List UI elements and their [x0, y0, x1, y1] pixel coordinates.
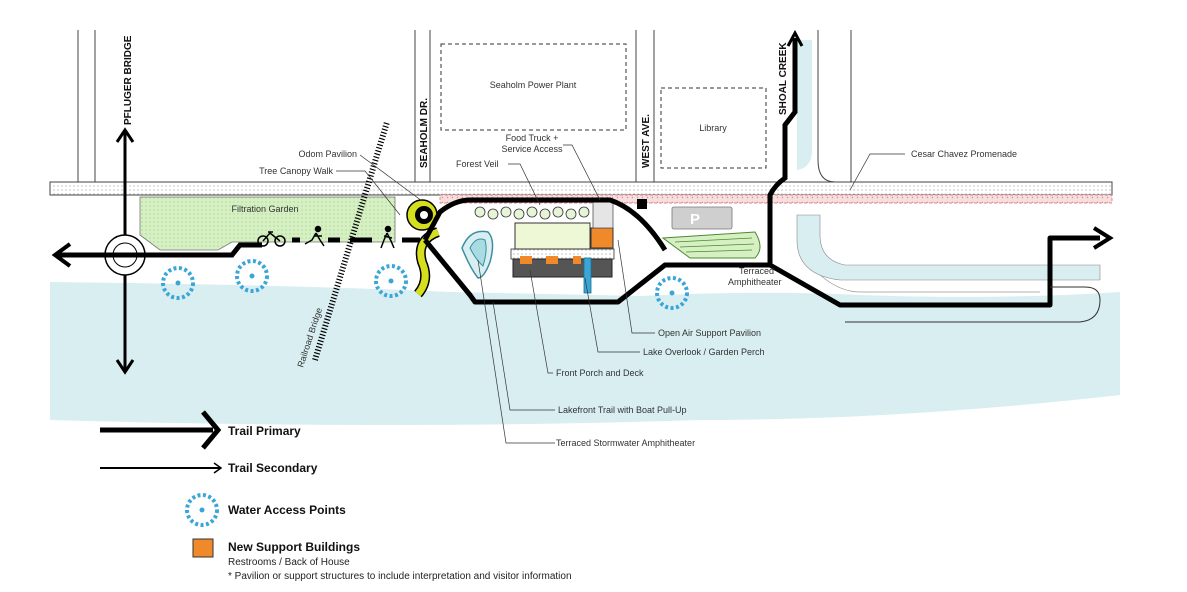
legend-support-sub1: Restrooms / Back of House — [228, 557, 350, 568]
legend-water-access-icon — [185, 493, 219, 527]
library-footprint — [660, 87, 767, 169]
lake-water — [50, 282, 1120, 425]
library-label: Library — [699, 123, 727, 133]
terraced-amphitheater-lines — [674, 237, 755, 253]
power-plant-footprint — [440, 43, 627, 131]
odom-pavilion-dot — [420, 211, 428, 219]
legend-trail-primary: Trail Primary — [228, 424, 301, 438]
cesar-chavez-label: Cesar Chavez Promenade — [911, 149, 1017, 159]
trail-primary-upper — [422, 197, 668, 252]
trail-primary-west — [51, 237, 420, 268]
shoal-creek-label: SHOAL CREEK — [778, 42, 789, 115]
open-air-label: Open Air Support Pavilion — [658, 328, 761, 338]
shoreline-contour — [819, 274, 1040, 293]
pfluger-bridge-label: PFLUGER BRIDGE — [123, 35, 134, 125]
forest-veil-label: Forest Veil — [456, 159, 499, 169]
front-porch-label: Front Porch and Deck — [556, 368, 644, 378]
legend-support-sub2: * Pavilion or support structures to incl… — [228, 571, 572, 582]
support-building-small — [546, 256, 558, 264]
trail-primary-shoal — [767, 38, 798, 265]
callout-leaders — [336, 144, 905, 444]
filtration-garden-label: Filtration Garden — [231, 204, 298, 214]
filtration-garden — [139, 196, 396, 251]
support-building-small — [520, 256, 532, 264]
tree-canopy-label: Tree Canopy Walk — [259, 166, 333, 176]
trail-primary-shoal-arrow — [786, 29, 804, 47]
food-truck-label-1: Food Truck + — [506, 133, 559, 143]
trail-primary-east-arrow — [1092, 226, 1114, 250]
legend-support-buildings: New Support Buildings — [228, 540, 360, 554]
parking-label: P — [690, 211, 700, 228]
odom-pavilion-label: Odom Pavilion — [298, 149, 357, 159]
terraced-amph-label-1: Terraced — [739, 266, 774, 276]
legend-primary-arrow — [201, 410, 222, 450]
front-porch-deck — [514, 222, 591, 250]
food-truck-label-2: Service Access — [501, 144, 563, 154]
water-access-point — [235, 259, 269, 293]
shoal-creek-lower — [796, 214, 1101, 281]
legend-trail-secondary: Trail Secondary — [228, 461, 318, 475]
legend-water-access: Water Access Points — [228, 503, 346, 517]
legend-secondary-arrow — [213, 462, 223, 474]
legend-support-icon — [192, 538, 214, 558]
service-access-pad — [592, 201, 614, 229]
service-marker — [637, 199, 647, 209]
stormwater-inner — [469, 238, 487, 267]
legend: Trail Primary Trail Secondary Water Acce… — [100, 410, 572, 582]
parking-area — [671, 206, 733, 230]
water-access-point — [161, 266, 195, 300]
trail-icons — [257, 225, 395, 249]
water-access-points — [161, 259, 689, 310]
terraced-amph-label-2: Amphitheater — [728, 277, 782, 287]
shoal-creek-water — [797, 40, 812, 170]
water-access-point — [655, 276, 689, 310]
promenade-strip — [439, 194, 1113, 204]
lakefront-trail-label: Lakefront Trail with Boat Pull-Up — [558, 405, 687, 415]
support-building-small — [573, 256, 581, 264]
terraced-amphitheater — [661, 231, 761, 259]
lake-overlook-pier — [583, 257, 592, 294]
legend-water-access-center — [199, 507, 205, 513]
water-access-point — [374, 264, 408, 298]
trail-secondary-shore — [845, 286, 1101, 323]
power-plant-label: Seaholm Power Plant — [490, 80, 577, 90]
support-building — [590, 227, 614, 249]
lake-overlook-label: Lake Overlook / Garden Perch — [643, 347, 765, 357]
street-band — [49, 181, 1113, 196]
seaholm-dr-label: SEAHOLM DR. — [419, 98, 430, 168]
west-ave-label: WEST AVE. — [641, 114, 652, 168]
trail-primary-central — [423, 235, 1100, 308]
forest-veil-trees — [474, 206, 590, 220]
stormwater-label: Terraced Stormwater Amphitheater — [556, 438, 695, 448]
water-access-centers — [175, 273, 675, 296]
